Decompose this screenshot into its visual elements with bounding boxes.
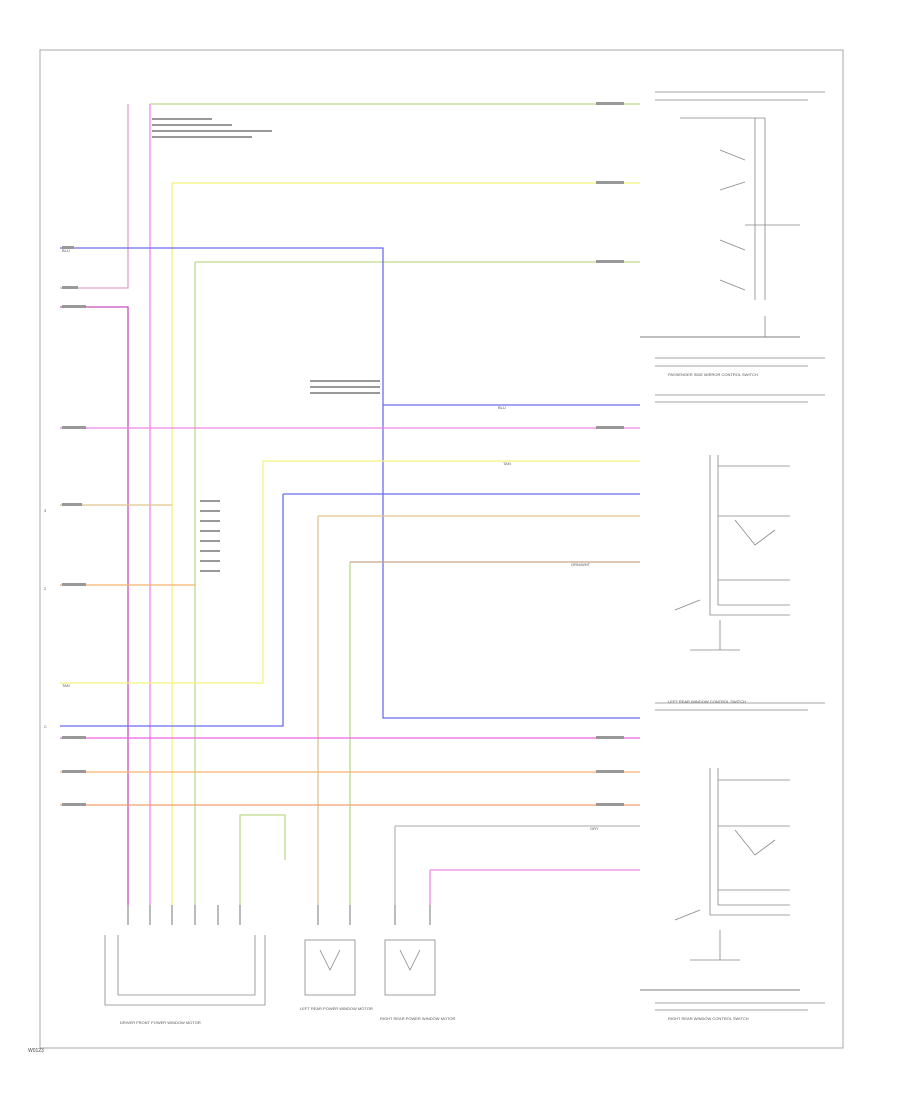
passenger-switch-block bbox=[655, 91, 825, 367]
component-passenger-switch: PASSENGER SIDE MIRROR CONTROL SWITCH bbox=[668, 372, 758, 377]
wire-pink-2 bbox=[429, 869, 640, 905]
component-left-rear-motor: LEFT REAR POWER WINDOW MOTOR bbox=[300, 1006, 373, 1011]
right-rear-switch-block bbox=[655, 768, 825, 1011]
label-grn-wht: GRN/WHT bbox=[571, 562, 591, 567]
wire-gray-1 bbox=[394, 825, 640, 905]
pin-3: 3 bbox=[44, 508, 47, 513]
component-driver-module: DRIVER FRONT POWER WINDOW MOTOR bbox=[120, 1020, 201, 1025]
left-rear-motor-box bbox=[304, 939, 356, 996]
pin-c: C bbox=[44, 724, 47, 729]
wires bbox=[60, 103, 800, 991]
label-tan-left: TAN bbox=[62, 683, 70, 688]
wire-yellow-2-drop bbox=[60, 461, 264, 684]
wire-tag-marks bbox=[62, 102, 624, 806]
driver-module-box bbox=[104, 935, 266, 1006]
diagram-frame bbox=[39, 49, 844, 1049]
connector-pins bbox=[127, 905, 431, 925]
label-blu: BLU bbox=[498, 405, 506, 410]
component-right-rear-switch: RIGHT REAR WINDOW CONTROL SWITCH bbox=[668, 1016, 749, 1021]
wire-blue-1 bbox=[60, 247, 640, 719]
bottom-components bbox=[104, 935, 436, 1006]
wire-magenta-1 bbox=[60, 306, 129, 905]
right-rear-motor-box bbox=[384, 939, 436, 996]
label-blu-left: BLU bbox=[62, 248, 70, 253]
label-gry: GRY bbox=[590, 826, 599, 831]
wire-blue-3-drop bbox=[60, 494, 284, 727]
pin-2: 2 bbox=[44, 586, 47, 591]
component-right-rear-motor: RIGHT REAR POWER WINDOW MOTOR bbox=[380, 1016, 456, 1021]
wire-pink-left-loop bbox=[60, 104, 129, 289]
label-tan: TAN bbox=[503, 461, 511, 466]
component-left-rear-switch: LEFT REAR WINDOW CONTROL SWITCH bbox=[668, 699, 746, 704]
left-rear-switch-block bbox=[655, 394, 825, 711]
wire-green-4 bbox=[239, 814, 286, 905]
diagram-code: W0123 bbox=[28, 1048, 44, 1054]
